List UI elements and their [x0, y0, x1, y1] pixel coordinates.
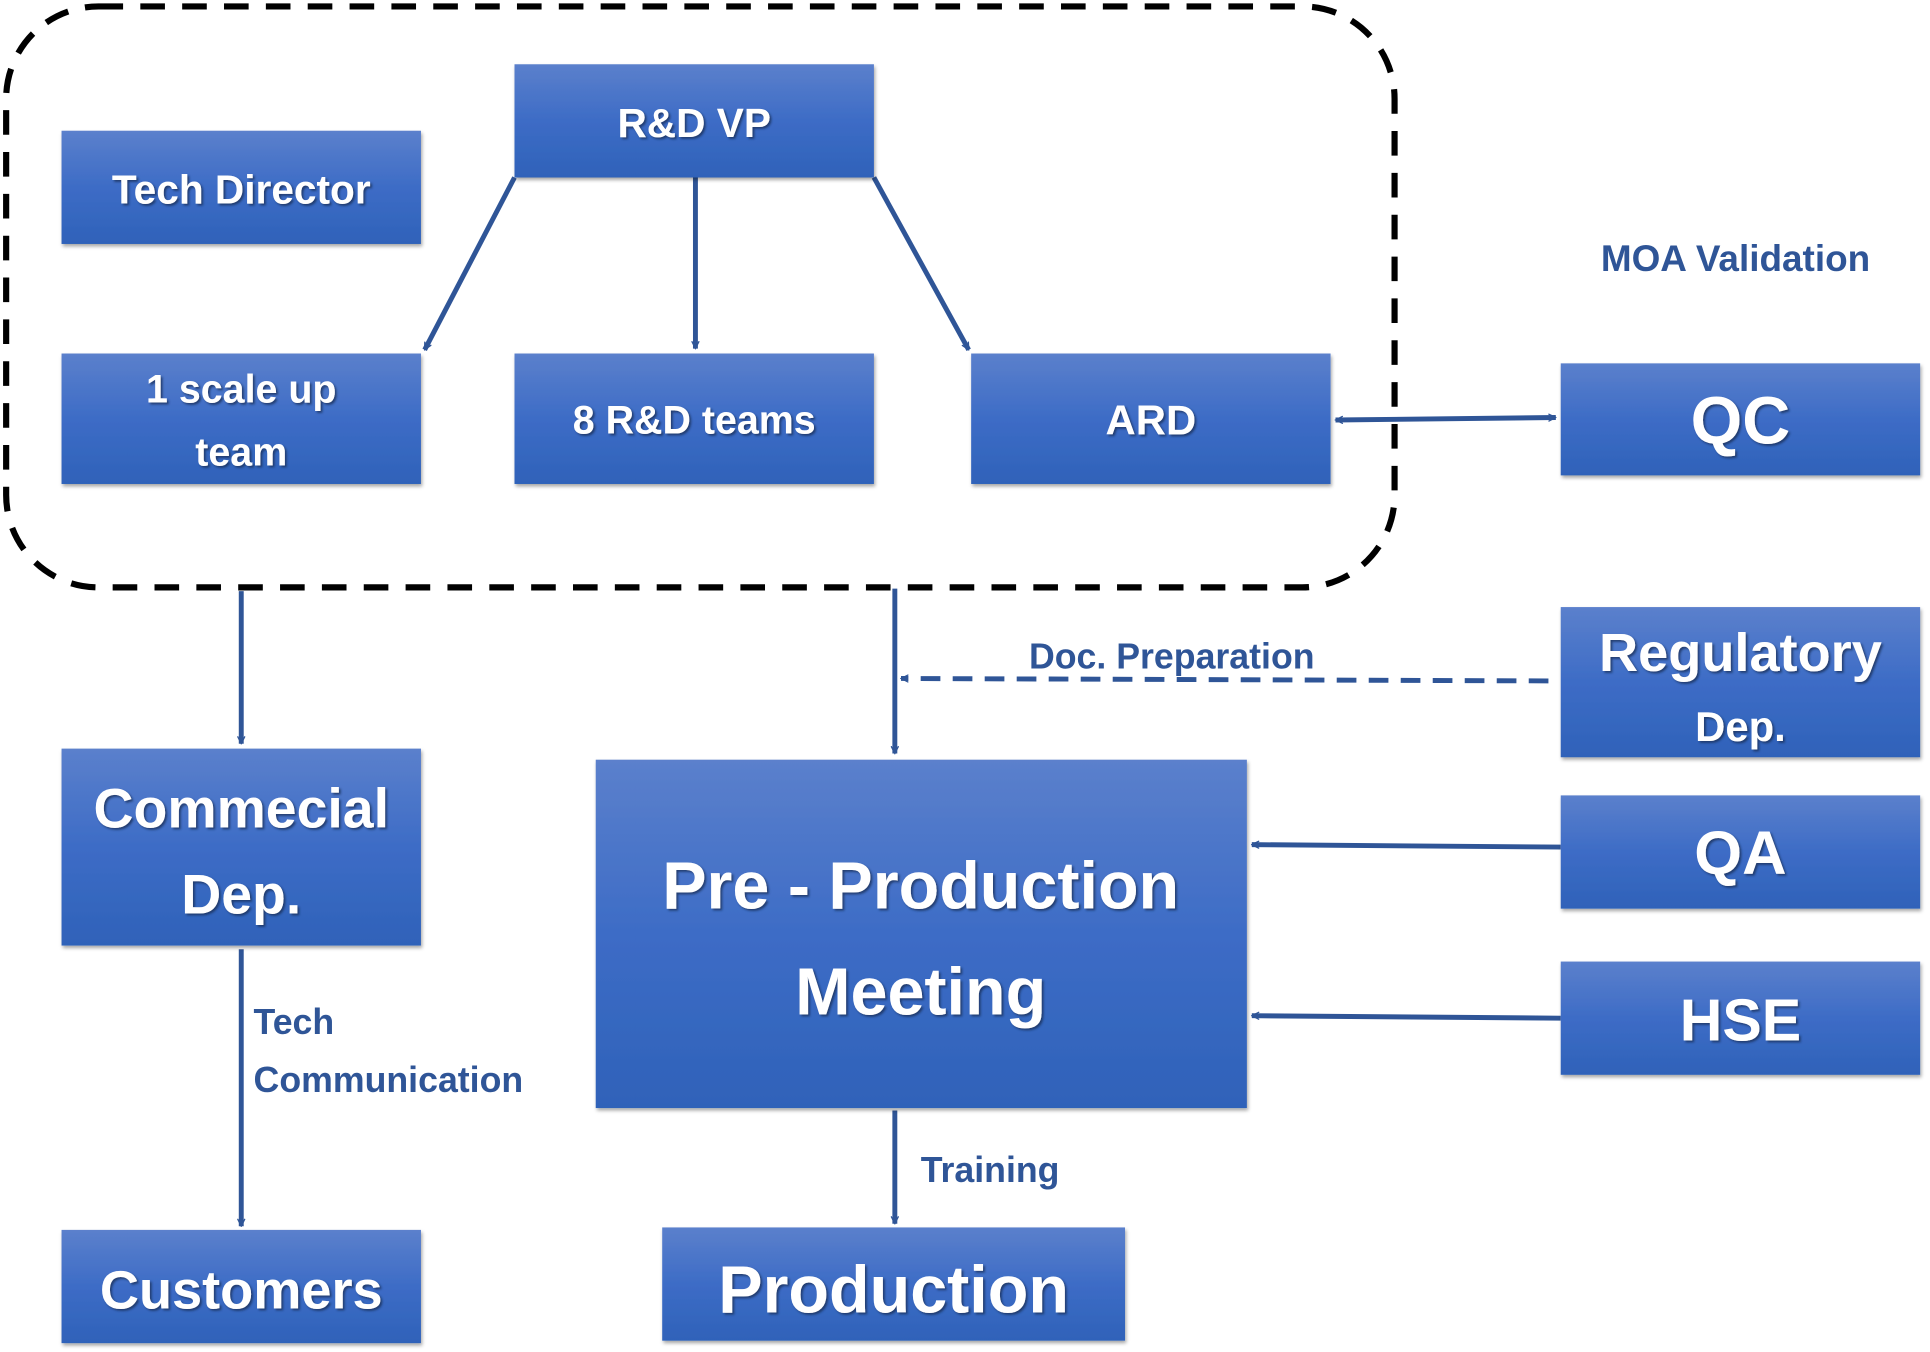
box-label: R&D VP	[617, 100, 770, 146]
connectors	[241, 176, 1561, 1226]
box-label-line1: Regulatory	[1599, 623, 1882, 683]
box-label-line2: Dep.	[1695, 703, 1786, 750]
doc-preparation-label: Doc. Preparation	[1029, 637, 1315, 677]
arrow-ard-qc	[1335, 418, 1555, 420]
box-label-line2: Dep.	[181, 864, 301, 926]
tech-communication-label-line2: Communication	[254, 1060, 524, 1100]
box-label: Production	[718, 1253, 1069, 1327]
rd-group-boundary	[3, 3, 1398, 591]
box-label: 8 R&D teams	[573, 399, 816, 443]
box-label: QA	[1694, 819, 1786, 888]
arrow-hse-to-preproduction	[1252, 1016, 1561, 1021]
training-label: Training	[921, 1150, 1060, 1190]
arrow-vp-to-scale-up	[422, 176, 517, 349]
arrow-vp-to-ard	[871, 176, 971, 349]
arrow-qa-to-preproduction	[1252, 845, 1561, 850]
box-label-line2: Meeting	[795, 955, 1046, 1029]
box-label: Customers	[100, 1261, 383, 1321]
box-label-line1: Pre - Production	[662, 850, 1179, 924]
box-customers[interactable]: Customers	[61, 1229, 421, 1344]
box-label: Tech Director	[112, 166, 371, 212]
box-label-line1: 1 scale up	[146, 368, 336, 412]
box-rd-vp[interactable]: R&D VP	[514, 64, 874, 178]
box-qc[interactable]: QC	[1560, 363, 1921, 476]
box-ard[interactable]: ARD	[971, 353, 1331, 484]
box-rd-teams[interactable]: 8 R&D teams	[514, 353, 874, 484]
box-qa[interactable]: QA	[1560, 795, 1921, 909]
moa-validation-label: MOA Validation	[1601, 238, 1870, 279]
box-tech-director[interactable]: Tech Director	[61, 130, 421, 244]
box-label-line2: team	[195, 431, 287, 475]
box-regulatory-dep[interactable]: Regulatory Dep.	[1560, 607, 1921, 758]
box-pre-production-meeting[interactable]: Pre - Production Meeting	[595, 759, 1247, 1109]
box-label: ARD	[1106, 397, 1197, 444]
box-scale-up-team[interactable]: 1 scale up team	[61, 353, 421, 484]
tech-communication-label-line1: Tech	[254, 1002, 335, 1042]
box-hse[interactable]: HSE	[1560, 961, 1921, 1075]
box-production[interactable]: Production	[662, 1227, 1126, 1341]
box-label: QC	[1691, 384, 1791, 458]
arrow-regulatory-doc-prep	[901, 678, 1549, 684]
box-commercial-dep[interactable]: Commecial Dep.	[61, 748, 421, 946]
box-label-line1: Commecial	[94, 777, 389, 839]
box-label: HSE	[1680, 987, 1801, 1053]
